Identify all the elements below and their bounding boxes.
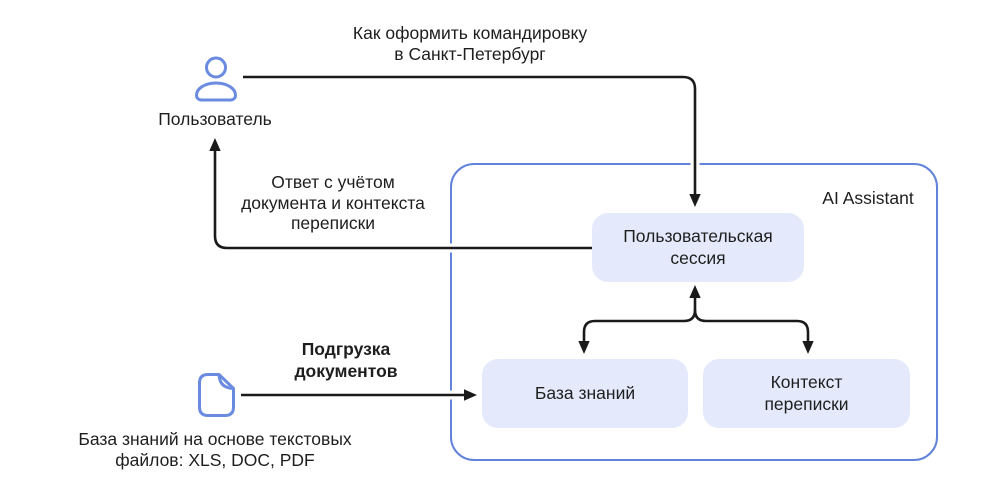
user-icon <box>193 54 239 102</box>
user-session-label: Пользовательская сессия <box>623 226 773 268</box>
knowledge-base-box: База знаний <box>482 359 688 428</box>
knowledge-base-caption: База знаний на основе текстовых файлов: … <box>78 429 352 470</box>
upload-arrow <box>241 389 477 401</box>
upload-label: Подгрузка документов <box>294 339 398 381</box>
answer-text: Ответ с учётом документа и контекста пер… <box>241 172 425 233</box>
knowledge-base-label: База знаний <box>534 382 636 403</box>
document-icon <box>196 371 238 419</box>
user-session-box: Пользовательская сессия <box>592 213 804 282</box>
user-question-text: Как оформить командировку в Санкт-Петерб… <box>352 23 588 64</box>
user-label: Пользователь <box>158 109 272 129</box>
context-label: Контекст переписки <box>764 372 849 414</box>
ai-assistant-title: AI Assistant <box>822 188 914 208</box>
context-box: Контекст переписки <box>703 359 910 428</box>
